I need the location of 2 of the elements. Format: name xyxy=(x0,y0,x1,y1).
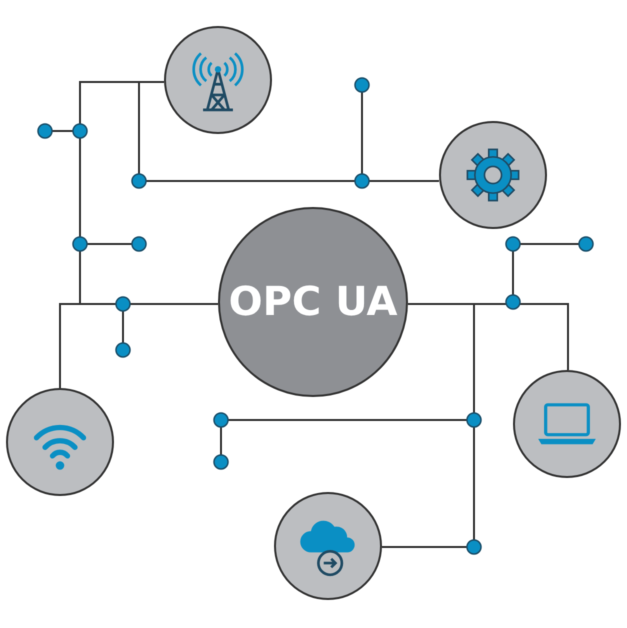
hub-label: OPC UA xyxy=(228,279,398,325)
connector-line xyxy=(382,303,475,548)
